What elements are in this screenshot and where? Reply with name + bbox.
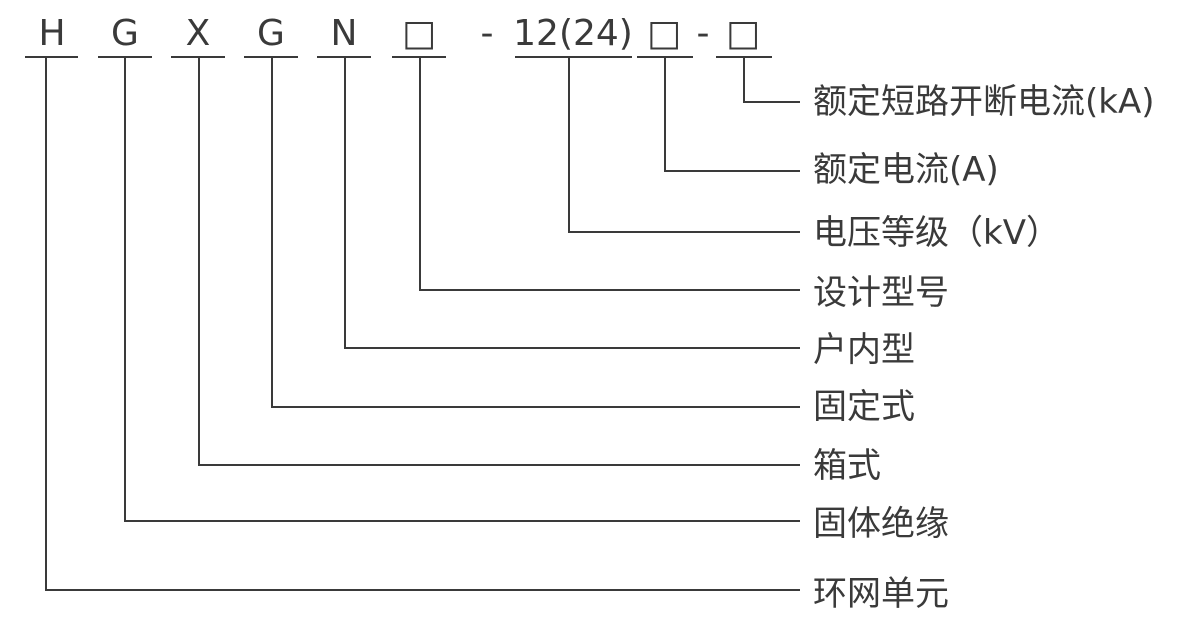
underline-voltage: [515, 56, 632, 58]
code-char-box2: □: [646, 13, 682, 54]
connector-g2-horizontal: [271, 406, 800, 408]
connector-g1-horizontal: [124, 520, 800, 522]
label-fixed-type: 固定式: [813, 387, 915, 427]
code-char-g2: G: [257, 13, 285, 54]
connector-box2-vertical: [664, 57, 666, 171]
connector-x-horizontal: [198, 464, 800, 466]
underline-box2: [637, 56, 693, 58]
label-voltage-level: 电压等级（kV）: [813, 213, 1060, 253]
label-rated-short-circuit-breaking-current: 额定短路开断电流(kA): [813, 82, 1155, 122]
connector-n-horizontal: [344, 347, 800, 349]
code-char-h: H: [38, 13, 66, 54]
connector-box3-vertical: [743, 57, 745, 102]
label-indoor-type: 户内型: [813, 330, 915, 370]
connector-box1-vertical: [419, 57, 421, 290]
underline-box3: [716, 56, 772, 58]
label-solid-insulation: 固体绝缘: [813, 504, 949, 544]
connector-voltage-vertical: [568, 57, 570, 232]
label-design-model: 设计型号: [813, 273, 949, 313]
code-dash-2: -: [696, 13, 710, 54]
underline-h: [25, 56, 78, 58]
connector-g1-vertical: [124, 57, 126, 521]
connector-h-horizontal: [45, 589, 800, 591]
label-ring-main-unit: 环网单元: [813, 574, 949, 614]
label-rated-current: 额定电流(A): [813, 150, 999, 190]
connector-g2-vertical: [271, 57, 273, 407]
code-voltage: 12(24): [513, 13, 633, 54]
connector-h-vertical: [45, 57, 47, 590]
underline-n: [317, 56, 371, 58]
label-box-type: 箱式: [813, 446, 881, 486]
code-char-n: N: [330, 13, 358, 54]
connector-n-vertical: [344, 57, 346, 348]
connector-voltage-horizontal: [568, 231, 800, 233]
code-char-x: X: [185, 13, 211, 54]
connector-box2-horizontal: [664, 170, 800, 172]
connector-box1-horizontal: [419, 289, 800, 291]
underline-g1: [98, 56, 152, 58]
code-char-box1: □: [401, 13, 437, 54]
underline-box1: [392, 56, 446, 58]
code-char-box3: □: [725, 13, 761, 54]
connector-box3-horizontal: [743, 101, 800, 103]
code-char-g1: G: [111, 13, 139, 54]
underline-g2: [244, 56, 298, 58]
code-dash-1: -: [480, 13, 494, 54]
connector-x-vertical: [198, 57, 200, 465]
underline-x: [171, 56, 225, 58]
